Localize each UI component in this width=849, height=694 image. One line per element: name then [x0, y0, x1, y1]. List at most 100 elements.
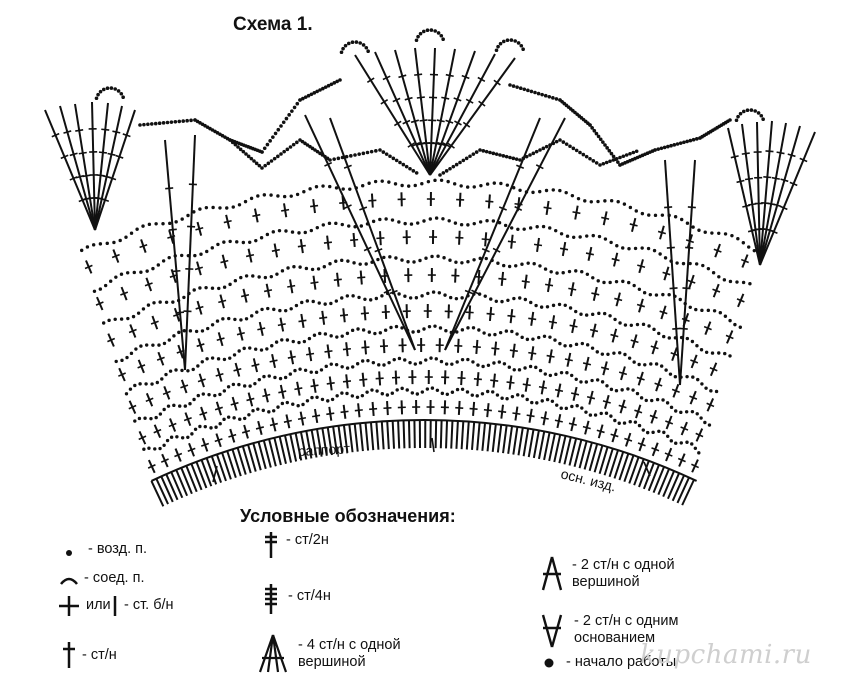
chain-dot — [389, 325, 393, 330]
chain-dot — [241, 240, 246, 245]
chain-dot — [685, 374, 689, 379]
stitch-bar — [297, 416, 307, 421]
base-stitch — [364, 422, 370, 451]
chain-dot — [609, 198, 614, 203]
left-fan-stitch — [91, 101, 96, 231]
chain-dot — [728, 279, 733, 284]
chain-dot — [525, 397, 529, 402]
chain-dot — [309, 92, 314, 97]
chain-dot — [302, 339, 307, 344]
chain-dot — [420, 294, 424, 298]
base-stitch — [623, 454, 635, 483]
chain-dot — [237, 382, 241, 387]
stitch-bar — [69, 152, 78, 157]
chain-dot — [436, 31, 441, 35]
stitch-bar — [223, 219, 232, 224]
chain-dot — [364, 262, 368, 266]
chain-dot — [345, 366, 350, 370]
chain-dot — [158, 300, 162, 304]
chain-dot — [257, 377, 262, 382]
chain-dot — [128, 387, 133, 391]
chain-dot — [485, 182, 490, 186]
chain-dot — [561, 140, 566, 144]
chain-dot — [186, 435, 190, 439]
chain-dot — [621, 154, 626, 159]
chain-dot — [139, 344, 143, 348]
stitch-bar — [736, 179, 745, 184]
stitch-bar — [245, 253, 255, 258]
stitch-bar — [543, 206, 552, 210]
chain-dot — [637, 287, 642, 292]
stitch-bar — [393, 120, 402, 127]
chain-dot — [598, 137, 603, 142]
chain-dot — [753, 109, 757, 113]
chain-dot — [455, 387, 460, 392]
chain-dot — [324, 364, 328, 369]
stitch-bar — [414, 73, 423, 76]
chain-dot — [722, 278, 727, 282]
chain-dot — [232, 416, 236, 420]
chain-dot — [448, 258, 452, 262]
chain-dot — [213, 393, 217, 398]
stitch-bar — [310, 204, 319, 208]
legend-start: - начало работы — [566, 654, 677, 670]
chain-dot — [563, 344, 567, 348]
chain-dot — [502, 362, 507, 366]
chain-dot — [559, 370, 564, 375]
chain-dot — [472, 258, 476, 262]
chain-dot — [451, 164, 456, 169]
chain-dot — [268, 139, 272, 143]
chain-dot — [394, 158, 399, 163]
base-stitch — [150, 480, 165, 507]
chain-dot — [534, 149, 539, 154]
chain-dot — [166, 404, 171, 408]
chain-dot — [287, 113, 291, 117]
center-fan-stitch — [394, 49, 431, 176]
chain-dot — [544, 144, 549, 149]
chain-dot — [210, 246, 214, 250]
chain-dot — [126, 316, 130, 321]
stitch-bar — [610, 433, 619, 438]
chain-dot — [327, 221, 332, 226]
chain-dot — [539, 305, 544, 309]
stitch-bar — [765, 150, 774, 153]
stitch-bar — [485, 200, 494, 203]
chain-dot — [466, 357, 470, 362]
chain-dot — [700, 382, 704, 386]
chain-dot — [174, 220, 178, 224]
chain-dot — [105, 86, 110, 91]
chain-dot — [516, 227, 520, 231]
base-stitch — [397, 420, 401, 449]
stitch-bar — [111, 253, 120, 259]
chain-dot — [193, 427, 198, 431]
chain-dot — [494, 299, 498, 303]
chain-dot — [113, 317, 117, 321]
stitch-bar — [569, 324, 578, 328]
chain-dot — [601, 140, 605, 144]
chain-dot — [487, 333, 492, 337]
base-stitch — [573, 439, 583, 468]
stitch-bar — [138, 435, 147, 441]
chain-dot — [595, 378, 600, 382]
chain-dot — [522, 227, 526, 231]
chain-dot — [290, 109, 294, 113]
stitch-bar — [601, 216, 610, 220]
chain-dot — [376, 257, 380, 262]
chain-dot — [341, 187, 345, 191]
chain-dot — [564, 142, 569, 146]
chain-dot — [248, 346, 252, 350]
chain-dot — [283, 375, 288, 380]
chain-dot — [513, 39, 517, 43]
legend-dc: - ст/н — [82, 647, 117, 663]
stitch-bar — [498, 410, 507, 413]
chain-dot — [265, 347, 269, 351]
legend-shell2: - 2 ст/н с одним основанием — [574, 613, 679, 646]
chain-dot — [548, 373, 553, 378]
chain-dot — [631, 150, 636, 155]
chain-dot — [749, 108, 754, 112]
stitch-bar — [789, 181, 798, 187]
chain-dot — [227, 316, 231, 321]
stitch-bar — [665, 420, 674, 425]
chain-dot — [290, 230, 295, 234]
chain-dot — [583, 199, 587, 203]
